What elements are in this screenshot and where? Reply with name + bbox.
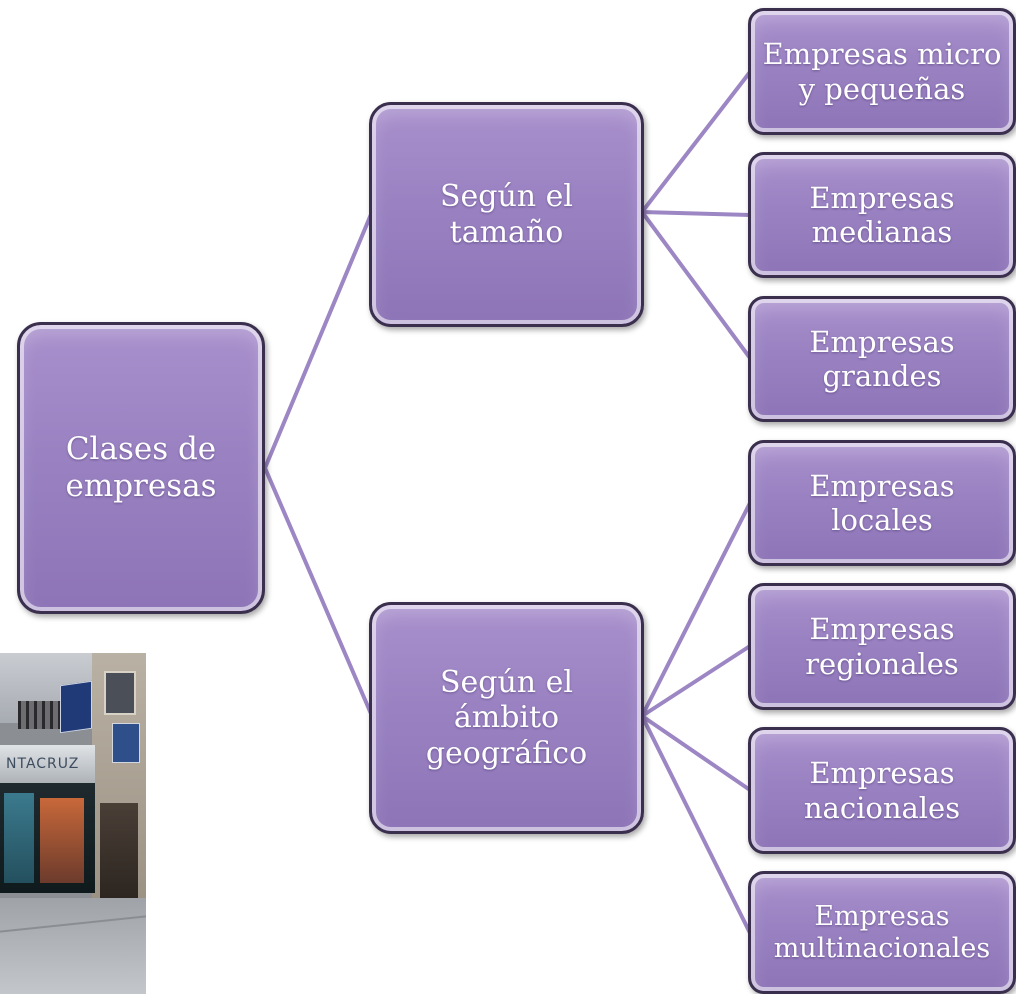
node-empresas-locales: Empresas locales — [748, 440, 1016, 566]
photo-window — [104, 671, 136, 715]
node-text-line: medianas — [811, 215, 953, 249]
node-empresas-nacionales: Empresas nacionales — [748, 727, 1016, 854]
node-text-line: Según el — [439, 664, 574, 700]
node-text-line: y pequeñas — [798, 71, 966, 106]
photo-shop-window — [4, 793, 34, 883]
connector-root-to-size — [263, 210, 374, 470]
node-text-line: ámbito — [453, 700, 560, 736]
node-text-line: regionales — [805, 646, 959, 681]
photo-store-banner-text: NTACRUZ — [6, 756, 80, 772]
node-text-line: Según el — [439, 179, 574, 215]
photo-pavement — [0, 898, 146, 994]
node-text-line: geográfico — [425, 735, 588, 771]
photo-shop-display — [40, 798, 84, 883]
connector-size-to-micro — [640, 70, 752, 214]
node-empresas-medianas: Empresas medianas — [748, 152, 1016, 278]
photo-blue-sign — [60, 680, 92, 734]
node-clases-de-empresas: Clases de empresas — [17, 322, 265, 614]
connector-geo-to-locales — [640, 501, 752, 718]
node-text-line: locales — [831, 503, 933, 537]
connector-geo-to-regionales — [640, 644, 752, 718]
node-empresas-multinacionales: Empresas multinacionales — [748, 871, 1016, 994]
connector-root-to-geo — [263, 466, 374, 718]
connector-geo-to-nacionales — [640, 714, 752, 792]
node-text-line: multinacionales — [773, 932, 991, 964]
photo-store-banner — [0, 745, 95, 783]
node-text-line: tamaño — [449, 214, 564, 250]
node-text-line: Clases de — [65, 431, 217, 468]
node-text-line: empresas — [65, 468, 217, 504]
node-text-line: Empresas — [809, 468, 955, 503]
node-text-line: Empresas — [809, 324, 955, 359]
node-text-line: Empresas — [809, 180, 955, 215]
connector-size-to-medianas — [640, 210, 752, 217]
node-empresas-micro-y-pequenas: Empresas micro y pequeñas — [748, 8, 1016, 135]
node-segun-el-tamano: Según el tamaño — [369, 102, 644, 327]
connector-size-to-grandes — [640, 210, 752, 360]
connector-geo-to-multinacionales — [640, 714, 752, 935]
shopfront-photo: NTACRUZ — [0, 653, 146, 994]
node-text-line: Empresas — [809, 612, 955, 647]
node-empresas-regionales: Empresas regionales — [748, 583, 1016, 710]
node-text-line: Empresas — [809, 756, 955, 791]
node-segun-el-ambito-geografico: Según el ámbito geográfico — [369, 602, 644, 834]
node-text-line: Empresas micro — [762, 37, 1002, 72]
photo-door — [100, 803, 138, 903]
node-text-line: nacionales — [803, 790, 961, 825]
photo-blue-sign-right — [112, 723, 140, 763]
node-text-line: grandes — [822, 359, 942, 393]
node-text-line: Empresas — [814, 900, 950, 932]
node-empresas-grandes: Empresas grandes — [748, 296, 1016, 422]
